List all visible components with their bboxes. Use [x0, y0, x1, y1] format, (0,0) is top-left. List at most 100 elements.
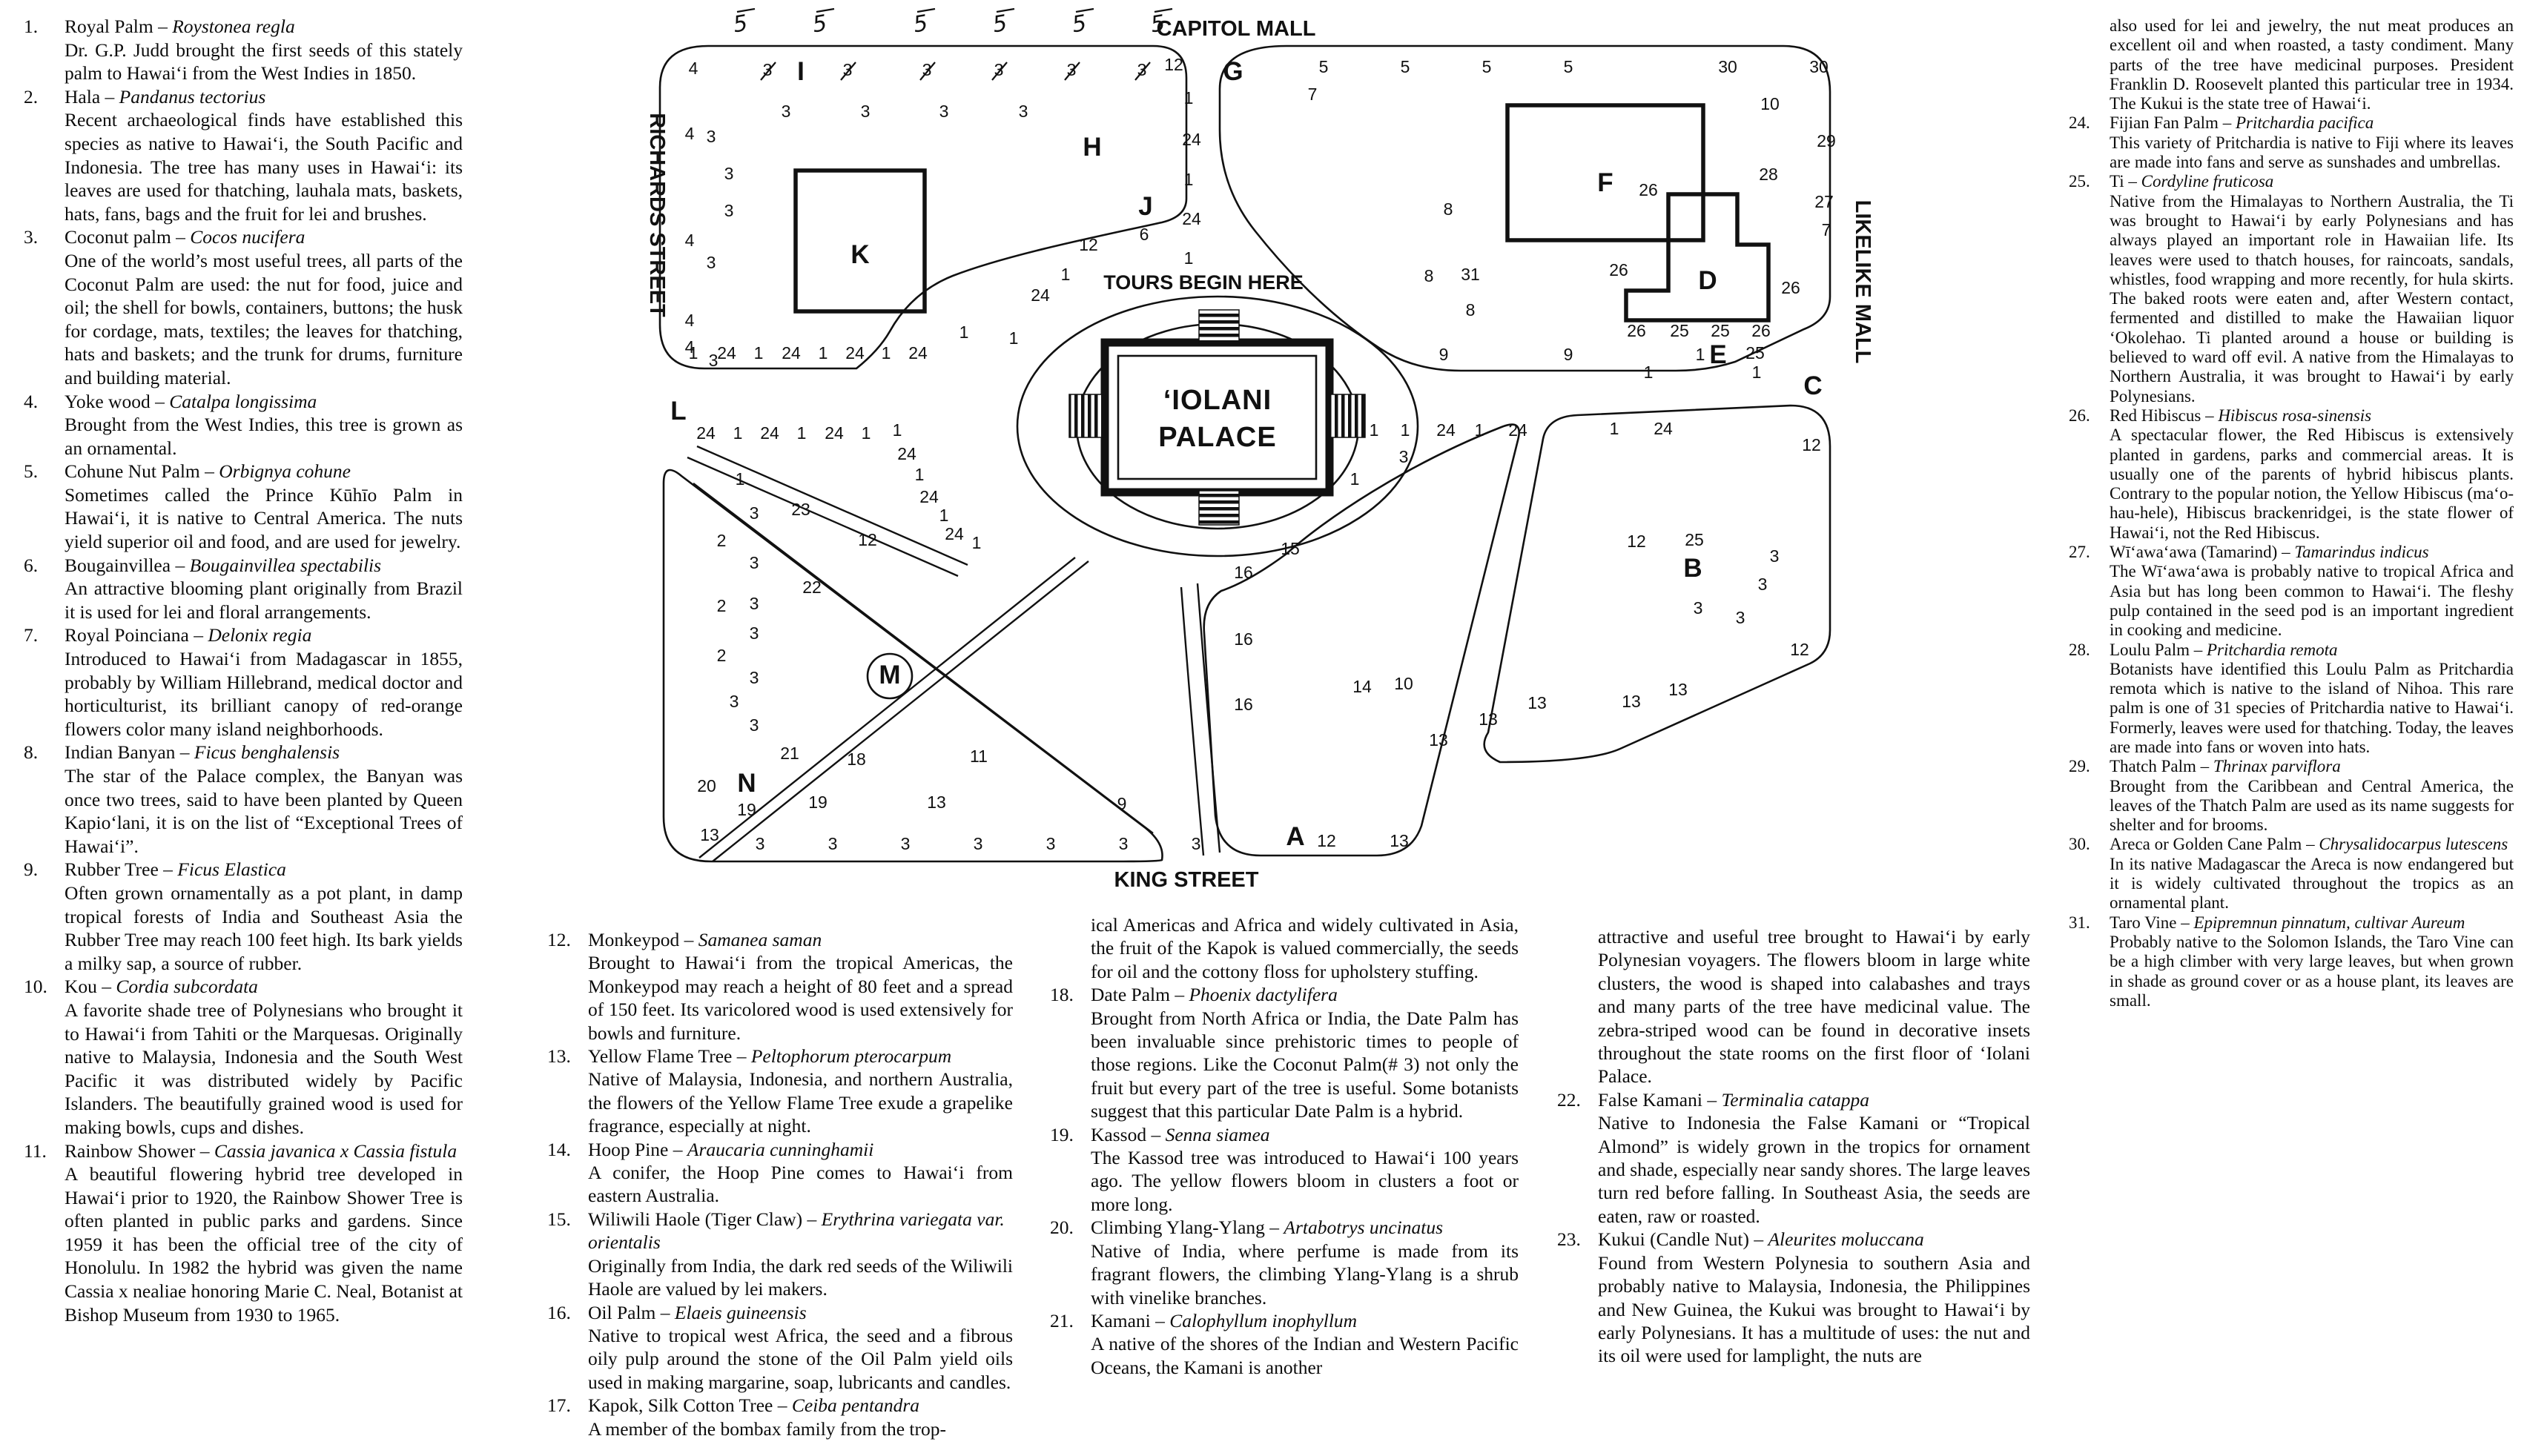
- map-tree-number: 25: [1711, 321, 1730, 340]
- tree-item-number: 3.: [24, 226, 39, 248]
- map-tree-number: 3: [1119, 834, 1129, 853]
- tree-item: 31.Taro Vine – Epipremnun pinnatum, cult…: [2067, 913, 2514, 1010]
- tree-item-number: 22.: [1557, 1088, 1581, 1111]
- map-tree-number: 3: [901, 834, 911, 853]
- tree-common-name: Royal Palm: [65, 16, 153, 37]
- map-tree-number: 16: [1234, 563, 1253, 582]
- map-tree-number: 4: [685, 337, 695, 357]
- map-tree-number: 19: [737, 800, 756, 819]
- map-tree-number: 13: [700, 825, 719, 844]
- map-tree-number: 25: [1685, 530, 1704, 549]
- building-k: [793, 168, 927, 314]
- map-section-n-triangle: [662, 469, 1163, 863]
- tree-item: 6.Bougainvillea – Bougainvillea spectabi…: [22, 554, 463, 624]
- map-tree-number: 1: [1184, 170, 1194, 189]
- tree-common-name: Kukui (Candle Nut): [1598, 1228, 1749, 1251]
- palace-entrance-left: [1068, 394, 1106, 438]
- tree-item-number: 4.: [24, 390, 39, 412]
- tree-common-name: Date Palm: [1091, 984, 1170, 1006]
- map-tree-number: 13: [1622, 692, 1641, 711]
- map-tree-number: 3: [1770, 546, 1780, 566]
- map-tree-number: 11: [970, 747, 988, 766]
- tree-item-heading: Rainbow Shower – Cassia javanica x Cassi…: [65, 1139, 463, 1163]
- tree-item-heading: Kou – Cordia subcordata: [65, 975, 463, 999]
- name-species-separator: –: [679, 929, 698, 950]
- map-section-letter: G: [1223, 57, 1243, 86]
- map-tree-number: 3: [1046, 834, 1056, 853]
- map-tree-number: 24: [919, 487, 939, 506]
- map-tree-number: 10: [1760, 94, 1780, 113]
- tree-item-number: 14.: [547, 1138, 571, 1160]
- tree-species-name: Delonix regia: [208, 624, 312, 646]
- tree-common-name: Ti: [2110, 172, 2124, 191]
- street-likelike: LIKELIKE MALL: [1851, 200, 1872, 364]
- map-tree-number: 1: [893, 420, 902, 440]
- tree-common-name: Loulu Palm: [2110, 640, 2190, 659]
- tree-species-name: Phoenix dactylifera: [1189, 984, 1338, 1006]
- tree-common-name: Monkeypod: [588, 929, 680, 950]
- map-tree-number: 3: [724, 164, 734, 183]
- tree-item: 13.Yellow Flame Tree – Peltophorum ptero…: [546, 1045, 1013, 1138]
- map-tree-number: 3: [1192, 834, 1201, 853]
- street-king: KING STREET: [1114, 868, 1259, 892]
- map-tree-number: 19: [808, 792, 828, 812]
- map-tree-number: 24: [897, 444, 916, 463]
- map-tree-number: 23: [791, 500, 810, 519]
- iolani-palace-inner: [1117, 354, 1318, 480]
- map-section-letter: A: [1286, 822, 1304, 851]
- name-species-separator: –: [171, 554, 190, 576]
- map-tree-number: 24: [908, 343, 928, 363]
- tree-common-name: Yellow Flame Tree: [588, 1045, 733, 1068]
- tree-common-name: Kassod: [1091, 1123, 1147, 1145]
- tree-item-heading: Kassod – Senna siamea: [1091, 1123, 1519, 1146]
- map-tree-number: 3: [750, 553, 759, 572]
- tree-item-number: 6.: [24, 554, 39, 576]
- palace-label-line2: PALACE: [1158, 422, 1276, 453]
- map-tree-number: 26: [1609, 260, 1628, 279]
- tree-list-column-right: also used for lei and jewelry, the nut m…: [2067, 16, 2514, 1010]
- map-tree-number: 13: [1668, 680, 1688, 699]
- handwritten-overbar: [1075, 7, 1094, 13]
- tree-item-heading: Ti – Cordyline fruticosa: [2110, 172, 2514, 191]
- tree-item-number: 2.: [24, 85, 39, 107]
- map-tree-number: 13: [1527, 693, 1547, 712]
- name-species-separator: –: [2124, 172, 2141, 191]
- map-tree-number: 16: [1234, 695, 1253, 714]
- tree-description: Brought from the Caribbean and Central A…: [2110, 776, 2514, 835]
- tree-item-heading: Kamani – Calophyllum inophyllum: [1091, 1309, 1519, 1332]
- map-tree-number: 1: [1752, 363, 1762, 382]
- tree-common-name: Wiliwili Haole (Tiger Claw): [588, 1208, 803, 1230]
- tree-item-number: 25.: [2069, 172, 2090, 191]
- map-tree-number: 3: [756, 834, 765, 853]
- tree-item-heading: Hoop Pine – Araucaria cunninghamii: [588, 1138, 1013, 1161]
- tree-item-number: 30.: [2069, 835, 2090, 854]
- tree-item: 15.Wiliwili Haole (Tiger Claw) – Erythri…: [546, 1208, 1013, 1301]
- map-tree-number: 4: [685, 231, 695, 250]
- map-tree-number: 9: [1117, 794, 1127, 813]
- tree-item-number: 27.: [2069, 543, 2090, 562]
- name-species-separator: –: [2277, 543, 2295, 562]
- map-tree-number: 4: [685, 311, 695, 330]
- name-species-separator: –: [150, 390, 170, 412]
- tree-description: A member of the bombax family from the t…: [588, 1417, 946, 1440]
- tree-item-number: 7.: [24, 624, 39, 646]
- map-tree-number: 13: [927, 792, 946, 812]
- tree-item-number: 28.: [2069, 640, 2090, 659]
- tree-item-number: 16.: [547, 1301, 571, 1323]
- tree-item-number: 15.: [547, 1208, 571, 1230]
- map-tree-number: 24: [1654, 419, 1673, 438]
- name-species-separator: –: [195, 1139, 214, 1162]
- map-tree-number: 28: [1759, 165, 1778, 184]
- name-species-separator: –: [1169, 984, 1189, 1006]
- tree-common-name: Kou: [65, 976, 97, 998]
- map-tree-number: 5: [731, 10, 749, 39]
- tree-common-name: Rubber Tree: [65, 858, 159, 881]
- map-tree-number: 3: [1694, 598, 1703, 618]
- tree-item-heading: Yoke wood – Catalpa longissima: [65, 390, 463, 414]
